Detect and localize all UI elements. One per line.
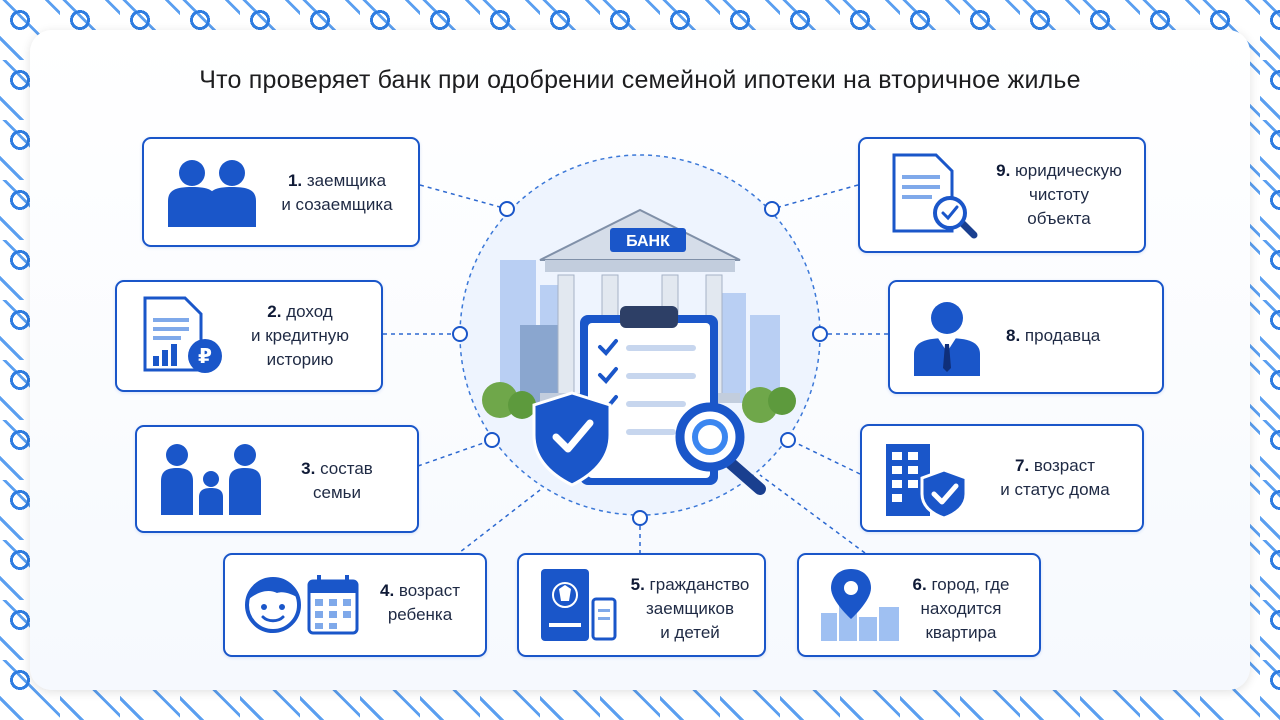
check-item-label: 9. юридическую чистоту объекта: [996, 161, 1122, 228]
check-item-label: 8. продавца: [1006, 326, 1101, 345]
check-item-child-age: 4. возраст ребенка: [223, 553, 487, 657]
bank-sign: БАНК: [610, 228, 686, 252]
check-item-label: 1. заемщика и созаемщика: [281, 171, 393, 214]
passport-icon: [541, 569, 617, 641]
income-document-ruble-icon: ₽: [143, 296, 222, 373]
check-item-label: 7. возраст и статус дома: [1000, 456, 1110, 499]
check-item-label: 3. состав семьи: [301, 459, 373, 502]
check-item-citizenship: 5. гражданство заемщиков и детей: [517, 553, 766, 657]
document-magnifier-icon: [892, 153, 978, 239]
family-icon: [161, 444, 261, 515]
check-item-family: 3. состав семьи: [135, 425, 419, 533]
building-shield-icon: [886, 444, 968, 520]
check-item-seller: 8. продавца: [888, 280, 1164, 394]
check-item-building: 7. возраст и статус дома: [860, 424, 1144, 532]
page-title: Что проверяет банк при одобрении семейно…: [199, 66, 1081, 94]
bank-illustration: БАНК: [482, 208, 796, 495]
child-calendar-icon: [245, 575, 359, 635]
people-pair-icon: [168, 160, 256, 227]
check-item-income: ₽ 2. доход и кредитную историю: [115, 280, 383, 392]
svg-text:₽: ₽: [198, 344, 212, 368]
seller-person-icon: [914, 302, 980, 376]
check-item-legal: 9. юридическую чистоту объекта: [858, 137, 1146, 253]
check-item-label: 4. возраст ребенка: [379, 581, 460, 624]
city-location-pin-icon: [821, 569, 899, 641]
svg-text:БАНК: БАНК: [626, 233, 670, 250]
check-item-city: 6. город, где находится квартира: [797, 553, 1041, 657]
check-item-label: 6. город, где находится квартира: [912, 575, 1010, 642]
check-item-label: 2. доход и кредитную историю: [250, 302, 350, 369]
check-item-borrower: 1. заемщика и созаемщика: [142, 137, 420, 247]
check-item-label: 5. гражданство заемщиков и детей: [630, 575, 750, 642]
